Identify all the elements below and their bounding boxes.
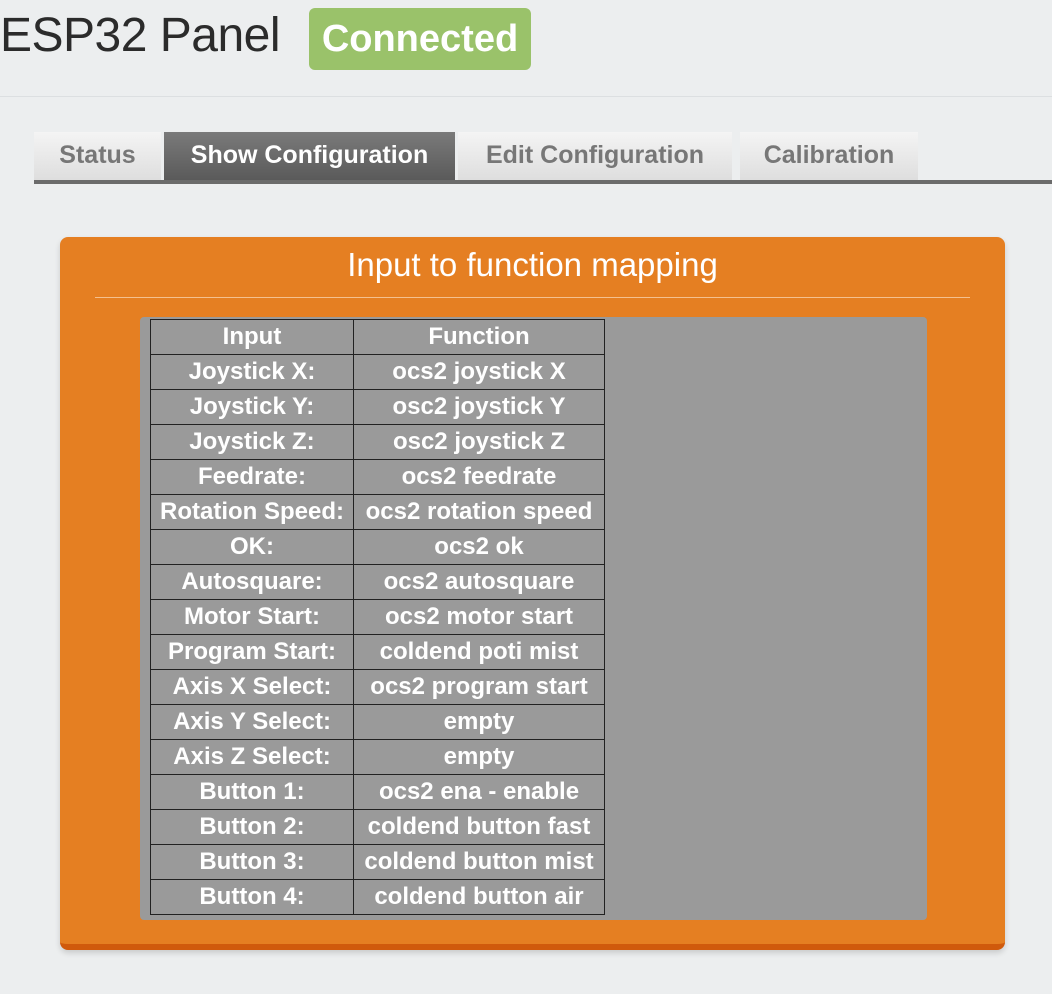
function-cell: osc2 joystick Z xyxy=(353,424,605,460)
table-row: Rotation Speed:ocs2 rotation speed xyxy=(150,494,605,530)
function-cell: coldend button air xyxy=(353,879,605,915)
table-row: Button 4:coldend button air xyxy=(150,879,605,915)
input-cell: Joystick X: xyxy=(150,354,354,390)
column-header-function: Function xyxy=(353,319,605,355)
function-cell: coldend poti mist xyxy=(353,634,605,670)
function-cell: ocs2 joystick X xyxy=(353,354,605,390)
mapping-table-container: Input Function Joystick X:ocs2 joystick … xyxy=(140,317,927,920)
function-cell: empty xyxy=(353,704,605,740)
tab-edit-configuration[interactable]: Edit Configuration xyxy=(458,132,732,180)
panel-divider xyxy=(95,297,970,298)
function-cell: ocs2 program start xyxy=(353,669,605,705)
function-cell: ocs2 motor start xyxy=(353,599,605,635)
table-row: Program Start:coldend poti mist xyxy=(150,634,605,670)
tab-bar: Status Show Configuration Edit Configura… xyxy=(34,132,1052,184)
table-row: Button 1:ocs2 ena - enable xyxy=(150,774,605,810)
tab-show-configuration[interactable]: Show Configuration xyxy=(164,132,455,180)
function-cell: osc2 joystick Y xyxy=(353,389,605,425)
mapping-table: Input Function Joystick X:ocs2 joystick … xyxy=(150,319,605,915)
input-cell: Motor Start: xyxy=(150,599,354,635)
function-cell: ocs2 ena - enable xyxy=(353,774,605,810)
table-row: Autosquare:ocs2 autosquare xyxy=(150,564,605,600)
app-title: ESP32 Panel xyxy=(0,9,281,62)
function-cell: ocs2 ok xyxy=(353,529,605,565)
input-cell: Autosquare: xyxy=(150,564,354,600)
table-row: Joystick X:ocs2 joystick X xyxy=(150,354,605,390)
input-cell: Axis X Select: xyxy=(150,669,354,705)
input-cell: Feedrate: xyxy=(150,459,354,495)
mapping-panel: Input to function mapping Input Function… xyxy=(60,237,1005,950)
input-cell: Button 4: xyxy=(150,879,354,915)
input-cell: Button 3: xyxy=(150,844,354,880)
input-cell: Rotation Speed: xyxy=(150,494,354,530)
tab-status[interactable]: Status xyxy=(34,132,161,180)
table-row: Axis Y Select:empty xyxy=(150,704,605,740)
function-cell: coldend button fast xyxy=(353,809,605,845)
function-cell: empty xyxy=(353,739,605,775)
input-cell: Axis Z Select: xyxy=(150,739,354,775)
table-row: Motor Start:ocs2 motor start xyxy=(150,599,605,635)
table-row: OK:ocs2 ok xyxy=(150,529,605,565)
function-cell: coldend button mist xyxy=(353,844,605,880)
table-row: Feedrate:ocs2 feedrate xyxy=(150,459,605,495)
tab-calibration[interactable]: Calibration xyxy=(740,132,918,180)
input-cell: Joystick Y: xyxy=(150,389,354,425)
function-cell: ocs2 feedrate xyxy=(353,459,605,495)
input-cell: Program Start: xyxy=(150,634,354,670)
input-cell: Axis Y Select: xyxy=(150,704,354,740)
input-cell: Button 1: xyxy=(150,774,354,810)
function-cell: ocs2 autosquare xyxy=(353,564,605,600)
table-row: Joystick Z:osc2 joystick Z xyxy=(150,424,605,460)
app-header: ESP32 Panel Connected xyxy=(0,0,1052,97)
panel-title: Input to function mapping xyxy=(347,246,718,283)
table-row: Joystick Y:osc2 joystick Y xyxy=(150,389,605,425)
input-cell: Joystick Z: xyxy=(150,424,354,460)
function-cell: ocs2 rotation speed xyxy=(353,494,605,530)
column-header-input: Input xyxy=(150,319,354,355)
connection-status-badge: Connected xyxy=(309,8,531,70)
table-row: Axis Z Select:empty xyxy=(150,739,605,775)
table-row: Button 3:coldend button mist xyxy=(150,844,605,880)
table-row: Axis X Select:ocs2 program start xyxy=(150,669,605,705)
table-header-row: Input Function xyxy=(150,319,605,355)
input-cell: OK: xyxy=(150,529,354,565)
table-row: Button 2:coldend button fast xyxy=(150,809,605,845)
input-cell: Button 2: xyxy=(150,809,354,845)
